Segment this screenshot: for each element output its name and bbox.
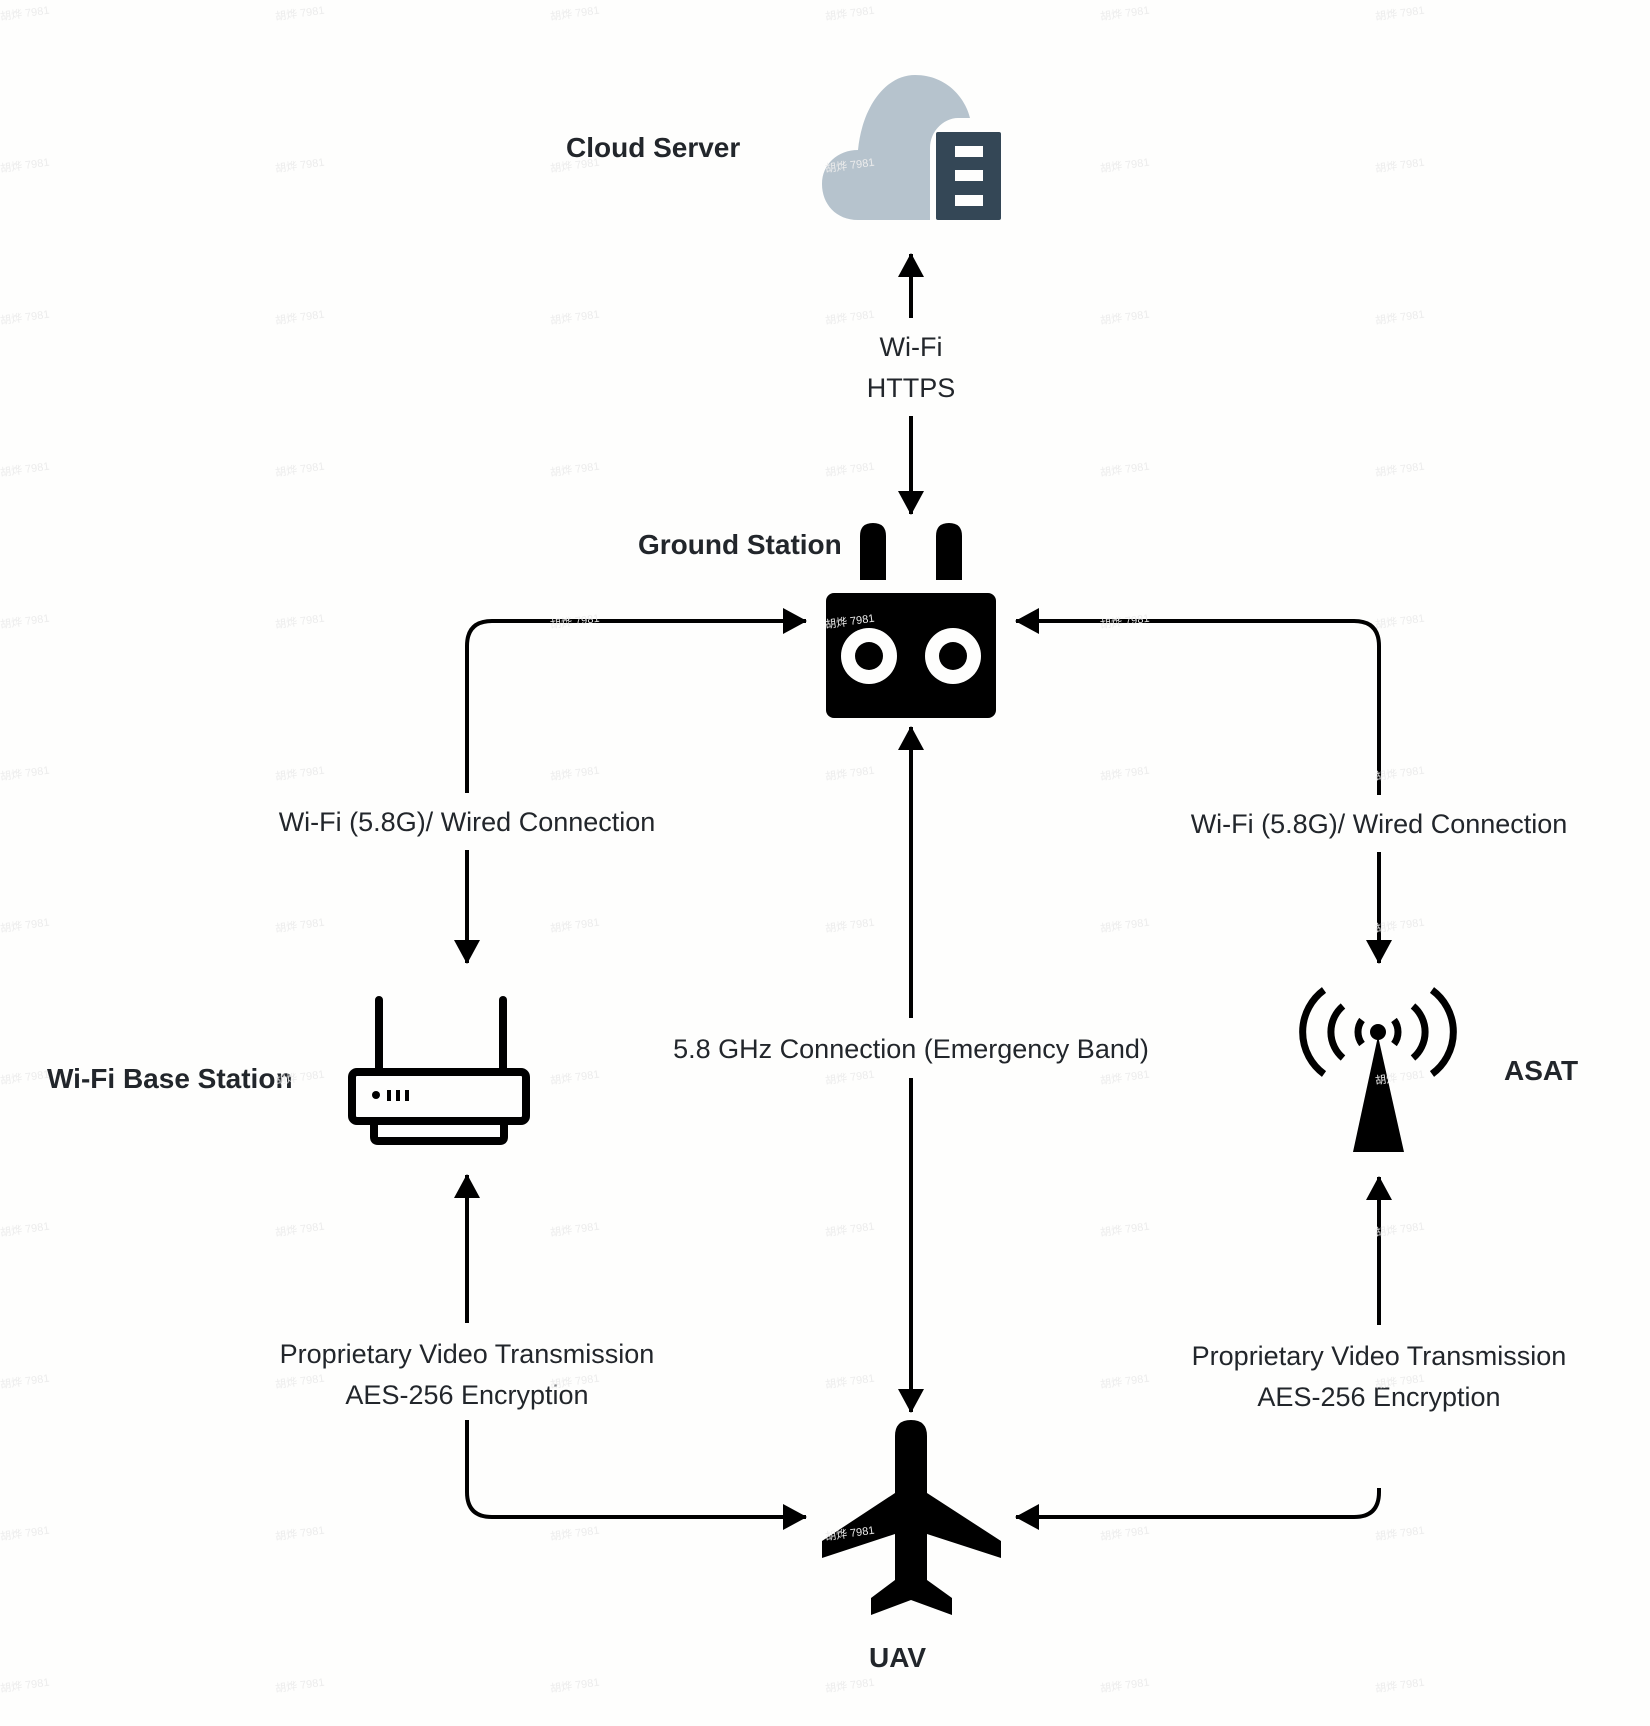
status-led <box>372 1091 380 1099</box>
edge-label-ground-uav: 5.8 GHz Connection (Emergency Band) <box>611 1029 1211 1070</box>
server-slot <box>955 195 983 206</box>
edge-label-ground-asat: Wi-Fi (5.8G)/ Wired Connection <box>1129 804 1629 845</box>
status-bar <box>405 1090 409 1101</box>
edge-label-line: 5.8 GHz Connection (Emergency Band) <box>673 1034 1149 1064</box>
airplane-shape <box>822 1420 1001 1615</box>
ground-station-controller-icon[interactable] <box>826 523 996 718</box>
edge-wifi-uav <box>454 1174 807 1530</box>
cloud-server-icon[interactable] <box>822 75 1001 220</box>
tower-tip <box>1370 1024 1386 1040</box>
status-bar <box>387 1090 391 1101</box>
edge-label-wifi-uav: Proprietary Video Transmission AES-256 E… <box>217 1334 717 1416</box>
edge-label-ground-wifi: Wi-Fi (5.8G)/ Wired Connection <box>217 802 717 843</box>
router-body <box>348 1068 530 1125</box>
joystick-right-center <box>939 642 967 670</box>
connector-line <box>1015 1488 1381 1530</box>
edge-label-cloud-ground: Wi-Fi HTTPS <box>811 327 1011 409</box>
cloud-server-label: Cloud Server <box>566 132 741 163</box>
joystick-left-center <box>855 642 883 670</box>
status-bar <box>396 1090 400 1101</box>
signal-wave <box>1391 1017 1402 1047</box>
asat-label: ASAT <box>1504 1055 1579 1086</box>
radio-tower-icon[interactable] <box>1299 987 1457 1152</box>
antenna <box>936 523 962 580</box>
edge-label-line: Proprietary Video Transmission <box>1191 1341 1567 1371</box>
edge-label-line: Wi-Fi (5.8G)/ Wired Connection <box>1190 809 1568 839</box>
edge-label-line: Proprietary Video Transmission <box>279 1339 655 1369</box>
wifi-base-station-label: Wi-Fi Base Station <box>47 1063 293 1094</box>
edge-label-line: AES-256 Encryption <box>1257 1382 1501 1412</box>
ground-station-label: Ground Station <box>638 529 842 560</box>
cloud-shape <box>822 75 970 220</box>
edge-ground-wifi <box>454 608 807 964</box>
signal-wave <box>1410 1003 1429 1061</box>
edge-label-line: Wi-Fi <box>879 332 943 362</box>
edge-ground-asat <box>1015 608 1392 964</box>
router-base <box>370 1117 508 1145</box>
connector-line <box>465 1420 807 1530</box>
connector-line <box>465 608 807 793</box>
uav-label: UAV <box>869 1642 927 1673</box>
signal-wave <box>1429 987 1457 1077</box>
signal-wave <box>1299 987 1327 1077</box>
tower-mast <box>1353 1036 1404 1152</box>
edge-asat-uav <box>1015 1176 1392 1530</box>
server-slot <box>955 170 983 181</box>
edge-label-line: Wi-Fi (5.8G)/ Wired Connection <box>278 807 656 837</box>
edge-label-line: AES-256 Encryption <box>345 1380 589 1410</box>
signal-wave <box>1354 1017 1365 1047</box>
signal-wave <box>1327 1003 1346 1061</box>
controller-body <box>826 593 996 718</box>
antenna <box>860 523 886 580</box>
airplane-icon[interactable] <box>822 1420 1001 1615</box>
connector-line <box>1015 608 1381 795</box>
edge-label-line: HTTPS <box>866 373 956 403</box>
router-icon[interactable] <box>348 996 530 1145</box>
edge-label-asat-uav: Proprietary Video Transmission AES-256 E… <box>1129 1336 1629 1418</box>
server-slot <box>955 146 983 157</box>
